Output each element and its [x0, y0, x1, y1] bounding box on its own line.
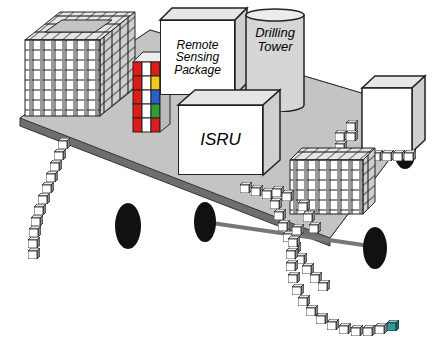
- node-label: Drilling Tower: [245, 26, 305, 53]
- drilling-cylinder: Drilling Tower: [245, 8, 305, 112]
- instrument-box: Remote Sensing Package: [160, 20, 235, 95]
- node-label: Remote Sensing Package: [161, 39, 234, 77]
- node-label: ISRU: [200, 131, 241, 149]
- cylinder-outline: [245, 8, 305, 112]
- isru-box: ISRU: [178, 105, 263, 175]
